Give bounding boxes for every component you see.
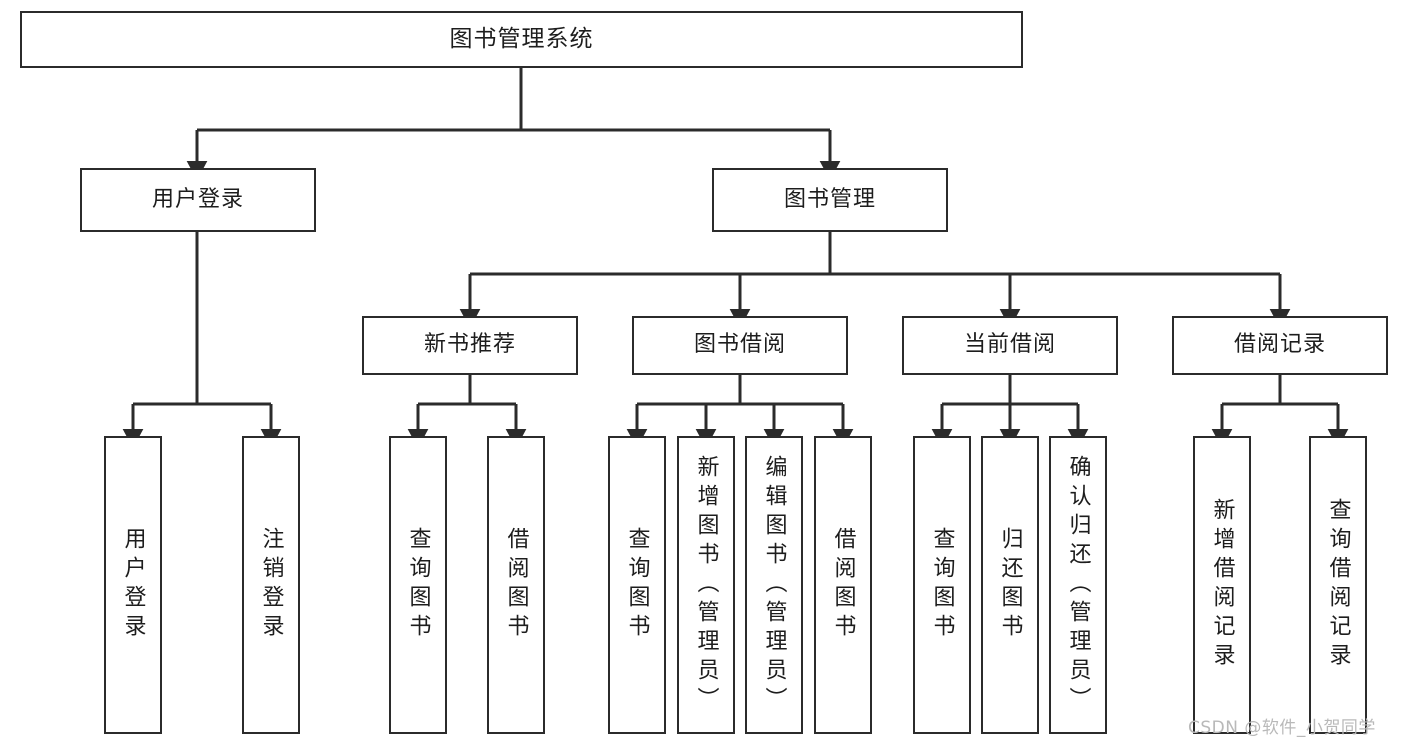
leaf-borrow-edit-book-admin[interactable]: 编辑图书（管理员） [745,436,803,734]
node-label: 用户登录 [120,527,146,643]
node-label: 查询图书 [929,527,955,643]
node-book-management[interactable]: 图书管理 [712,168,948,232]
node-current-borrow[interactable]: 当前借阅 [902,316,1118,375]
node-label: 新增借阅记录 [1209,498,1235,672]
leaf-records-add-record[interactable]: 新增借阅记录 [1193,436,1251,734]
leaf-recommend-query-book[interactable]: 查询图书 [389,436,447,734]
node-label: 归还图书 [997,527,1023,643]
node-label: 查询图书 [405,527,431,643]
leaf-current-query-book[interactable]: 查询图书 [913,436,971,734]
node-user-login[interactable]: 用户登录 [80,168,316,232]
leaf-current-confirm-return-admin[interactable]: 确认归还（管理员） [1049,436,1107,734]
node-label: 用户登录 [151,186,244,212]
node-label: 借阅记录 [1233,332,1326,358]
node-label: 借阅图书 [830,527,856,643]
node-label: 图书管理系统 [449,25,594,52]
node-label: 查询图书 [624,527,650,643]
leaf-records-query-record[interactable]: 查询借阅记录 [1309,436,1367,734]
node-label: 图书借阅 [693,332,786,358]
leaf-user-logout[interactable]: 注销登录 [242,436,300,734]
node-book-borrow[interactable]: 图书借阅 [632,316,848,375]
node-new-book-recommend[interactable]: 新书推荐 [362,316,578,375]
node-label: 当前借阅 [963,332,1056,358]
node-label: 查询借阅记录 [1325,498,1351,672]
leaf-borrow-add-book-admin[interactable]: 新增图书（管理员） [677,436,735,734]
node-label: 确认归还（管理员） [1065,454,1091,716]
node-label: 注销登录 [258,527,284,643]
node-label: 新书推荐 [423,332,516,358]
leaf-user-login[interactable]: 用户登录 [104,436,162,734]
node-label: 图书管理 [783,186,876,212]
leaf-current-return-book[interactable]: 归还图书 [981,436,1039,734]
node-root-book-management-system[interactable]: 图书管理系统 [20,11,1023,68]
leaf-borrow-query-book[interactable]: 查询图书 [608,436,666,734]
leaf-recommend-borrow-book[interactable]: 借阅图书 [487,436,545,734]
node-label: 编辑图书（管理员） [761,454,787,716]
node-label: 新增图书（管理员） [693,454,719,716]
node-borrow-records[interactable]: 借阅记录 [1172,316,1388,375]
node-label: 借阅图书 [503,527,529,643]
leaf-borrow-borrow-book[interactable]: 借阅图书 [814,436,872,734]
csdn-watermark: CSDN @软件_小贺同学 [1188,718,1376,738]
